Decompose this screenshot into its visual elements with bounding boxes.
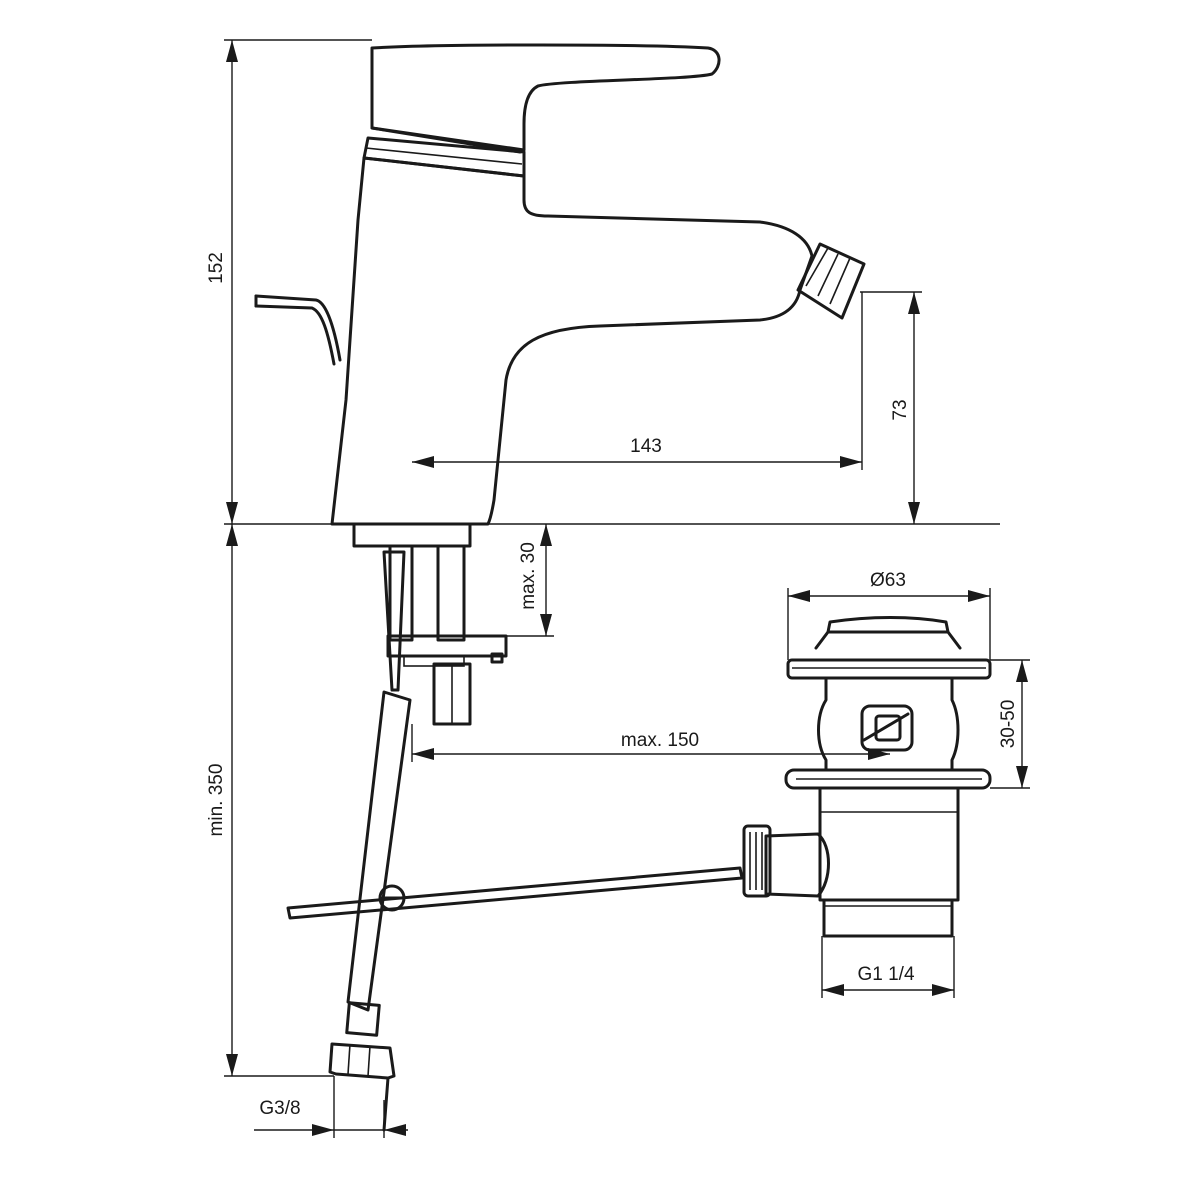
faucet-body (254, 43, 814, 548)
dimension-lines (224, 39, 1030, 1138)
dim-spout-reach: 143 (630, 436, 662, 457)
dim-deck-thickness: max. 30 (518, 542, 539, 610)
mixer-body (330, 156, 814, 526)
rod-clip (378, 884, 406, 912)
waste-flange (786, 658, 992, 680)
dim-hose-thread: G3/8 (259, 1098, 300, 1119)
dimension-labels: 152 73 143 max. 30 min. 350 max. 150 Ø63… (206, 252, 1019, 1119)
spray-nozzle (796, 242, 866, 320)
popup-lever (254, 294, 342, 362)
collar-band (362, 136, 526, 178)
popup-rod (286, 866, 744, 920)
hose-nut (328, 1042, 396, 1080)
body-base (352, 522, 472, 548)
dim-waste-thread: G1 1/4 (857, 964, 914, 985)
dim-waste-diameter: Ø63 (870, 570, 906, 591)
dim-below-deck: min. 350 (206, 764, 227, 837)
waste-fitting (742, 616, 992, 938)
dim-outlet-height: 73 (890, 399, 911, 420)
dim-waste-adjust: 30-50 (998, 700, 1019, 749)
waste-tailpiece (818, 786, 960, 902)
dim-height-total: 152 (206, 252, 227, 284)
dim-rod-length: max. 150 (621, 730, 699, 751)
waste-plug-cap (826, 616, 950, 634)
lever-handle (370, 43, 721, 152)
